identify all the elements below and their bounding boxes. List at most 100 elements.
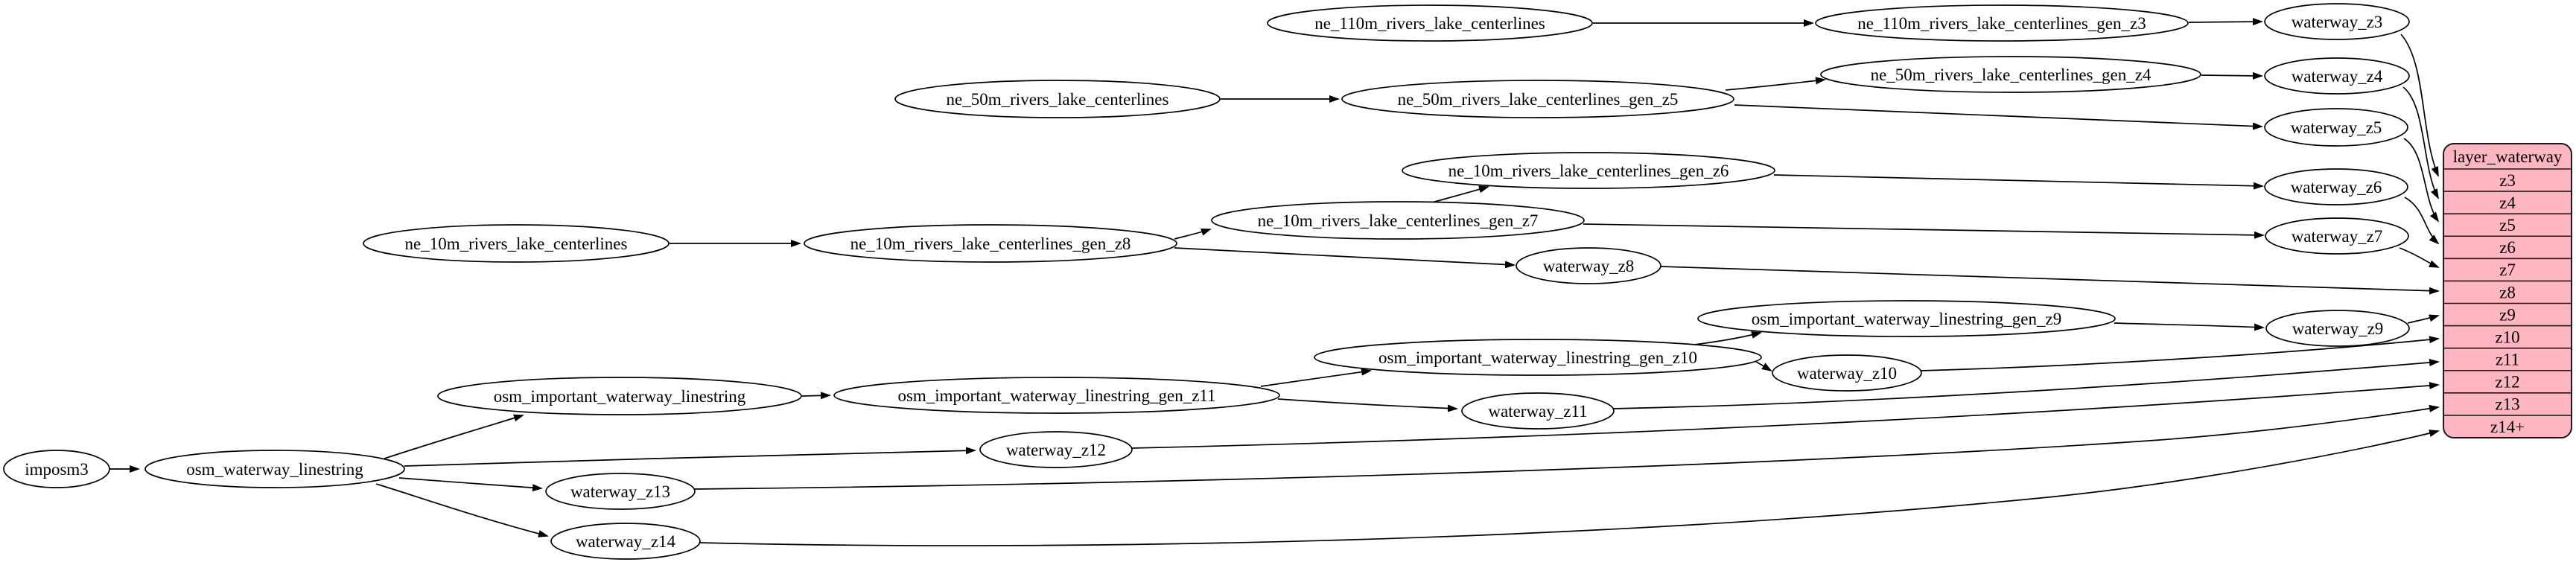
node-label-osm_important_waterway_linestring_gen_z11: osm_important_waterway_linestring_gen_z1…: [897, 386, 1215, 405]
table-row-z13: z13: [2495, 395, 2519, 414]
table-row-z12: z12: [2495, 373, 2519, 392]
node-label-waterway_z11: waterway_z11: [1488, 402, 1587, 421]
node-label-waterway_z9: waterway_z9: [2292, 319, 2384, 338]
node-ellipse-waterway_z13: [545, 473, 696, 510]
edge-waterway_z13-to-layer_waterway-z13: [693, 404, 2440, 490]
node-ellipse-osm_important_waterway_linestring_gen_z10: [1314, 339, 1762, 376]
edge-waterway_z11-to-layer_waterway-z11: [1612, 359, 2440, 409]
node-waterway_z3: waterway_z3: [2264, 3, 2410, 40]
edge-waterway_z3-to-layer_waterway-z3: [2400, 33, 2439, 177]
edge-waterway_z4-to-layer_waterway-z4: [2402, 86, 2439, 200]
edge-ne_50m_rivers_lake_centerlines_gen_z5-to-ne_50m_rivers_lake_centerlines_gen_z4: [1725, 77, 1826, 91]
node-osm_important_waterway_linestring_gen_z9: osm_important_waterway_linestring_gen_z9: [1697, 300, 2116, 337]
node-ne_10m_rivers_lake_centerlines_gen_z8: ne_10m_rivers_lake_centerlines_gen_z8: [804, 224, 1177, 263]
node-ellipse-waterway_z6: [2264, 168, 2408, 205]
node-ellipse-waterway_z12: [979, 431, 1133, 468]
node-ellipse-waterway_z10: [1772, 354, 1922, 392]
node-osm_waterway_linestring: osm_waterway_linestring: [144, 450, 405, 488]
node-label-ne_10m_rivers_lake_centerlines_gen_z7: ne_10m_rivers_lake_centerlines_gen_z7: [1258, 211, 1539, 230]
node-ne_50m_rivers_lake_centerlines_gen_z4: ne_50m_rivers_lake_centerlines_gen_z4: [1820, 56, 2201, 93]
edge-ne_10m_rivers_lake_centerlines_gen_z8-to-waterway_z8: [1174, 247, 1516, 269]
node-label-ne_10m_rivers_lake_centerlines: ne_10m_rivers_lake_centerlines: [405, 234, 628, 253]
edge-ne_10m_rivers_lake_centerlines_gen_z7-to-ne_10m_rivers_lake_centerlines_gen_z6: [1431, 185, 1489, 203]
node-ellipse-waterway_z14: [550, 523, 701, 560]
table-row-z4: z4: [2499, 194, 2516, 212]
node-ellipse-ne_10m_rivers_lake_centerlines_gen_z8: [804, 224, 1177, 263]
node-label-waterway_z12: waterway_z12: [1006, 441, 1106, 459]
node-ne_10m_rivers_lake_centerlines_gen_z6: ne_10m_rivers_lake_centerlines_gen_z6: [1402, 152, 1775, 189]
node-ellipse-waterway_z4: [2264, 57, 2410, 95]
node-ellipse-ne_50m_rivers_lake_centerlines_gen_z5: [1341, 80, 1734, 118]
node-ne_110m_rivers_lake_centerlines_gen_z3: ne_110m_rivers_lake_centerlines_gen_z3: [1815, 4, 2189, 42]
edge-osm_waterway_linestring-to-osm_important_waterway_linestring: [384, 414, 524, 459]
node-waterway_z5: waterway_z5: [2264, 108, 2408, 147]
edge-waterway_z7-to-layer_waterway-z7: [2399, 247, 2440, 268]
table-row-z14plus: z14+: [2490, 418, 2525, 436]
edge-osm_waterway_linestring-to-waterway_z14: [375, 483, 549, 537]
edge-osm_important_waterway_linestring_gen_z9-to-waterway_z9: [2114, 322, 2265, 331]
node-ellipse-ne_10m_rivers_lake_centerlines_gen_z6: [1402, 152, 1775, 189]
record-table-layer: layer_waterwayz3z4z5z6z7z8z9z10z11z12z13…: [2443, 143, 2572, 438]
table-row-z11: z11: [2496, 351, 2519, 369]
node-ellipse-ne_10m_rivers_lake_centerlines_gen_z7: [1211, 201, 1585, 240]
edge-ne_10m_rivers_lake_centerlines_gen_z6-to-waterway_z6: [1773, 174, 2264, 190]
node-label-ne_50m_rivers_lake_centerlines_gen_z4: ne_50m_rivers_lake_centerlines_gen_z4: [1871, 66, 2152, 84]
node-ellipse-osm_important_waterway_linestring_gen_z9: [1697, 300, 2116, 337]
node-label-waterway_z7: waterway_z7: [2292, 227, 2383, 246]
node-label-waterway_z5: waterway_z5: [2291, 118, 2382, 137]
node-ne_50m_rivers_lake_centerlines_gen_z5: ne_50m_rivers_lake_centerlines_gen_z5: [1341, 80, 1734, 118]
node-label-ne_50m_rivers_lake_centerlines_gen_z5: ne_50m_rivers_lake_centerlines_gen_z5: [1398, 90, 1679, 109]
edge-osm_waterway_linestring-to-waterway_z12: [404, 447, 976, 467]
edge-osm_important_waterway_linestring_gen_z10-to-osm_important_waterway_linestring_gen_z9: [1688, 331, 1762, 346]
node-ellipse-waterway_z5: [2264, 108, 2408, 147]
node-waterway_z4: waterway_z4: [2264, 57, 2410, 95]
edge-osm_important_waterway_linestring_gen_z10-to-waterway_z10: [1755, 361, 1772, 372]
node-ellipse-ne_110m_rivers_lake_centerlines: [1267, 4, 1593, 42]
node-ellipse-waterway_z7: [2265, 217, 2409, 255]
edge-waterway_z8-to-layer_waterway-z8: [1660, 266, 2440, 295]
node-ne_110m_rivers_lake_centerlines: ne_110m_rivers_lake_centerlines: [1267, 4, 1593, 42]
node-ellipse-ne_50m_rivers_lake_centerlines: [894, 80, 1221, 118]
table-row-z3: z3: [2499, 171, 2516, 190]
edge-osm_waterway_linestring-to-waterway_z13: [398, 477, 543, 492]
node-label-ne_10m_rivers_lake_centerlines_gen_z6: ne_10m_rivers_lake_centerlines_gen_z6: [1448, 162, 1729, 180]
node-waterway_z12: waterway_z12: [979, 431, 1133, 468]
edge-waterway_z9-to-layer_waterway-z9: [2407, 314, 2440, 324]
edge-waterway_z14-to-layer_waterway-z14: [699, 430, 2440, 546]
edge-osm_important_waterway_linestring_gen_z11-to-waterway_z11: [1277, 398, 1458, 412]
node-ellipse-waterway_z8: [1516, 247, 1661, 284]
edge-osm_important_waterway_linestring-to-osm_important_waterway_linestring_gen_z11: [801, 392, 831, 400]
node-waterway_z6: waterway_z6: [2264, 168, 2408, 205]
node-osm_important_waterway_linestring_gen_z10: osm_important_waterway_linestring_gen_z1…: [1314, 339, 1762, 376]
node-ellipse-waterway_z11: [1461, 392, 1615, 430]
node-label-waterway_z6: waterway_z6: [2291, 178, 2382, 197]
table-row-z10: z10: [2495, 328, 2519, 346]
node-waterway_z14: waterway_z14: [550, 523, 701, 560]
node-ellipse-osm_waterway_linestring: [144, 450, 405, 488]
node-osm_important_waterway_linestring: osm_important_waterway_linestring: [437, 377, 802, 415]
node-ellipse-waterway_z3: [2264, 3, 2410, 40]
node-label-waterway_z14: waterway_z14: [576, 532, 676, 551]
table-row-z6: z6: [2499, 238, 2516, 257]
node-waterway_z9: waterway_z9: [2265, 310, 2410, 347]
table-row-z7: z7: [2499, 261, 2516, 279]
node-label-imposm3: imposm3: [25, 460, 89, 479]
node-label-waterway_z4: waterway_z4: [2292, 67, 2383, 86]
node-label-waterway_z13: waterway_z13: [570, 482, 670, 501]
table-row-z8: z8: [2499, 283, 2516, 301]
node-label-osm_waterway_linestring: osm_waterway_linestring: [186, 460, 363, 479]
node-label-osm_important_waterway_linestring: osm_important_waterway_linestring: [494, 387, 746, 406]
edge-ne_10m_rivers_lake_centerlines_gen_z7-to-waterway_z7: [1583, 223, 2265, 239]
edge-ne_50m_rivers_lake_centerlines_gen_z5-to-waterway_z5: [1734, 104, 2263, 130]
table-row-z9: z9: [2499, 305, 2516, 324]
node-label-waterway_z3: waterway_z3: [2292, 13, 2383, 31]
node-waterway_z7: waterway_z7: [2265, 217, 2409, 255]
node-waterway_z8: waterway_z8: [1516, 247, 1661, 284]
node-ellipse-osm_important_waterway_linestring_gen_z11: [833, 377, 1280, 414]
node-osm_important_waterway_linestring_gen_z11: osm_important_waterway_linestring_gen_z1…: [833, 377, 1280, 414]
node-ellipse-osm_important_waterway_linestring: [437, 377, 802, 415]
node-ellipse-ne_110m_rivers_lake_centerlines_gen_z3: [1815, 4, 2189, 42]
node-label-waterway_z10: waterway_z10: [1797, 364, 1897, 383]
